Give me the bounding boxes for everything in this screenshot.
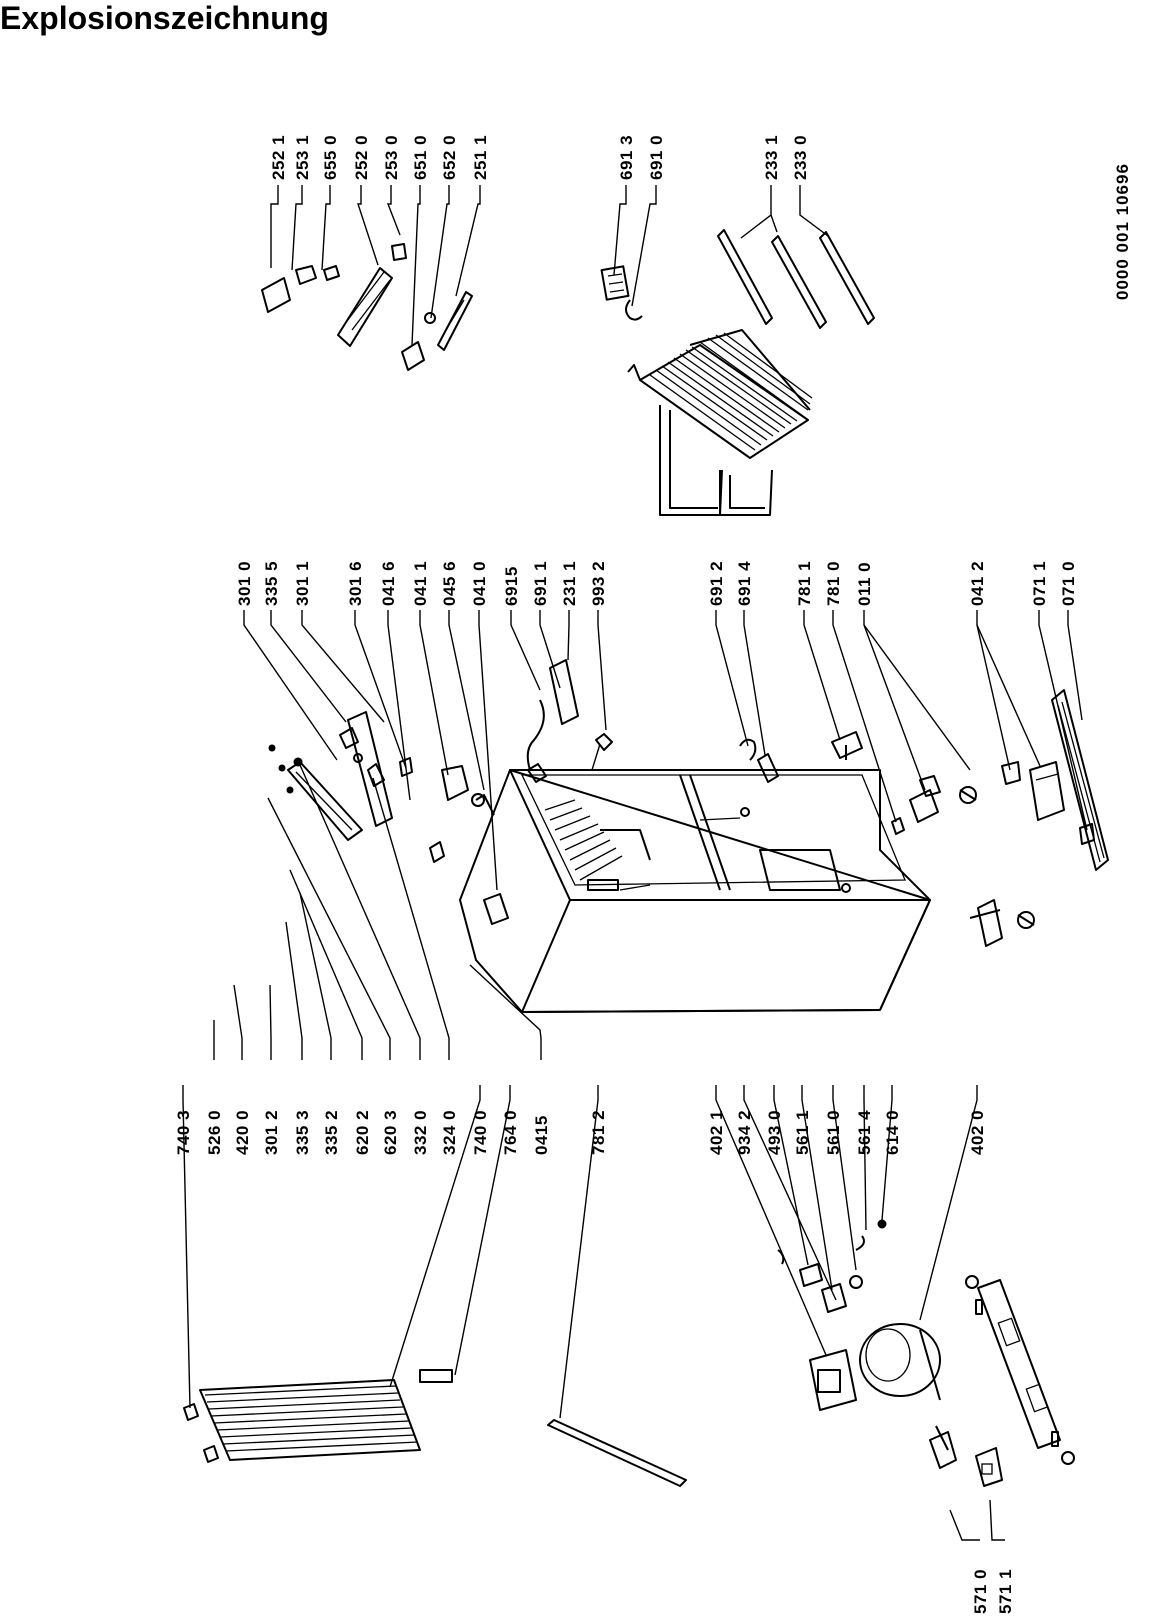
part-number-label: 252 0 xyxy=(352,135,371,180)
part-number-label: 614 0 xyxy=(883,1110,902,1155)
part-number-label: 252 1 xyxy=(269,135,288,180)
part-number-label: 402 0 xyxy=(968,1110,987,1155)
part-number-label: 301 2 xyxy=(262,1110,281,1155)
part-number-label: 571 0 xyxy=(971,1569,990,1614)
part-number-label: 620 2 xyxy=(353,1110,372,1155)
part-number-label: 041 6 xyxy=(379,561,398,606)
part-number-label: 231 1 xyxy=(560,561,579,606)
part-number-label: 781 0 xyxy=(824,561,843,606)
part-number-label: 0415 xyxy=(532,1115,551,1155)
part-number-label: 233 1 xyxy=(762,135,781,180)
part-number-label: 011 0 xyxy=(855,562,874,606)
part-number-label: 526 0 xyxy=(205,1110,224,1155)
part-number-label: 335 3 xyxy=(293,1110,312,1155)
compressor-assembly xyxy=(777,1219,941,1411)
part-number-label: 253 0 xyxy=(382,135,401,180)
part-number-label: 071 0 xyxy=(1059,561,1078,606)
document-number: 0000 001 10696 xyxy=(1113,163,1132,300)
part-number-label: 934 2 xyxy=(735,1110,754,1155)
part-number-label: 691 2 xyxy=(707,561,726,606)
part-number-label: 301 0 xyxy=(235,561,254,606)
part-number-label: 781 1 xyxy=(795,561,814,606)
thermostat-parts xyxy=(261,243,473,371)
part-number-label: 571 1 xyxy=(996,1569,1015,1614)
drain-tube xyxy=(547,1419,687,1487)
part-number-label: 6915 xyxy=(502,566,521,606)
part-number-label: 332 0 xyxy=(411,1110,430,1155)
door-bracket-parts xyxy=(739,738,779,783)
part-number-label: 041 2 xyxy=(968,561,987,606)
wire-shelves xyxy=(627,329,813,516)
part-number-label: 253 1 xyxy=(293,135,312,180)
part-number-label: 652 0 xyxy=(440,135,459,180)
part-number-label: 620 3 xyxy=(381,1110,400,1155)
part-number-label: 691 3 xyxy=(617,135,636,180)
part-number-label: 233 0 xyxy=(791,135,810,180)
part-number-label: 781 2 xyxy=(589,1110,608,1155)
part-number-label: 045 6 xyxy=(440,561,459,606)
part-number-label: 301 6 xyxy=(346,561,365,606)
part-number-label: 655 0 xyxy=(321,135,340,180)
part-number-label: 402 1 xyxy=(707,1110,726,1155)
part-number-label: 493 0 xyxy=(765,1110,784,1155)
part-number-label: 071 1 xyxy=(1030,561,1049,606)
part-number-label: 561 1 xyxy=(793,1110,812,1155)
part-number-label: 420 0 xyxy=(233,1110,252,1155)
part-number-label: 740 0 xyxy=(471,1110,490,1155)
shelf-clips xyxy=(600,265,643,321)
part-number-label: 691 0 xyxy=(647,135,666,180)
part-number-label: 335 5 xyxy=(262,561,281,606)
part-number-label: 993 2 xyxy=(589,561,608,606)
part-number-label: 041 0 xyxy=(470,561,489,606)
drain-plug xyxy=(831,731,863,760)
part-number-label: 651 0 xyxy=(411,135,430,180)
kick-plate xyxy=(1051,689,1109,871)
part-number-label: 251 1 xyxy=(471,135,490,180)
part-number-label: 324 0 xyxy=(440,1110,459,1155)
relay-parts xyxy=(929,1425,1003,1487)
hinges-and-feet xyxy=(891,761,1095,947)
part-number-label: 691 4 xyxy=(735,561,754,606)
condenser-coil xyxy=(183,1369,453,1463)
part-labels: 252 1 253 1 655 0 252 0 253 0 651 0 652 0 251 1… xyxy=(174,135,1078,1614)
part-number-label: 335 2 xyxy=(322,1110,341,1155)
part-number-label: 041 1 xyxy=(411,561,430,606)
base-plate xyxy=(965,1275,1075,1465)
control-panel-parts xyxy=(268,659,613,925)
door-rails xyxy=(717,229,875,329)
refrigerator-cabinet xyxy=(459,769,931,1013)
page-title: Explosionszeichnung xyxy=(0,0,329,36)
leader-lines xyxy=(182,185,1088,1541)
part-number-label: 691 1 xyxy=(531,561,550,606)
part-number-label: 301 1 xyxy=(293,561,312,606)
